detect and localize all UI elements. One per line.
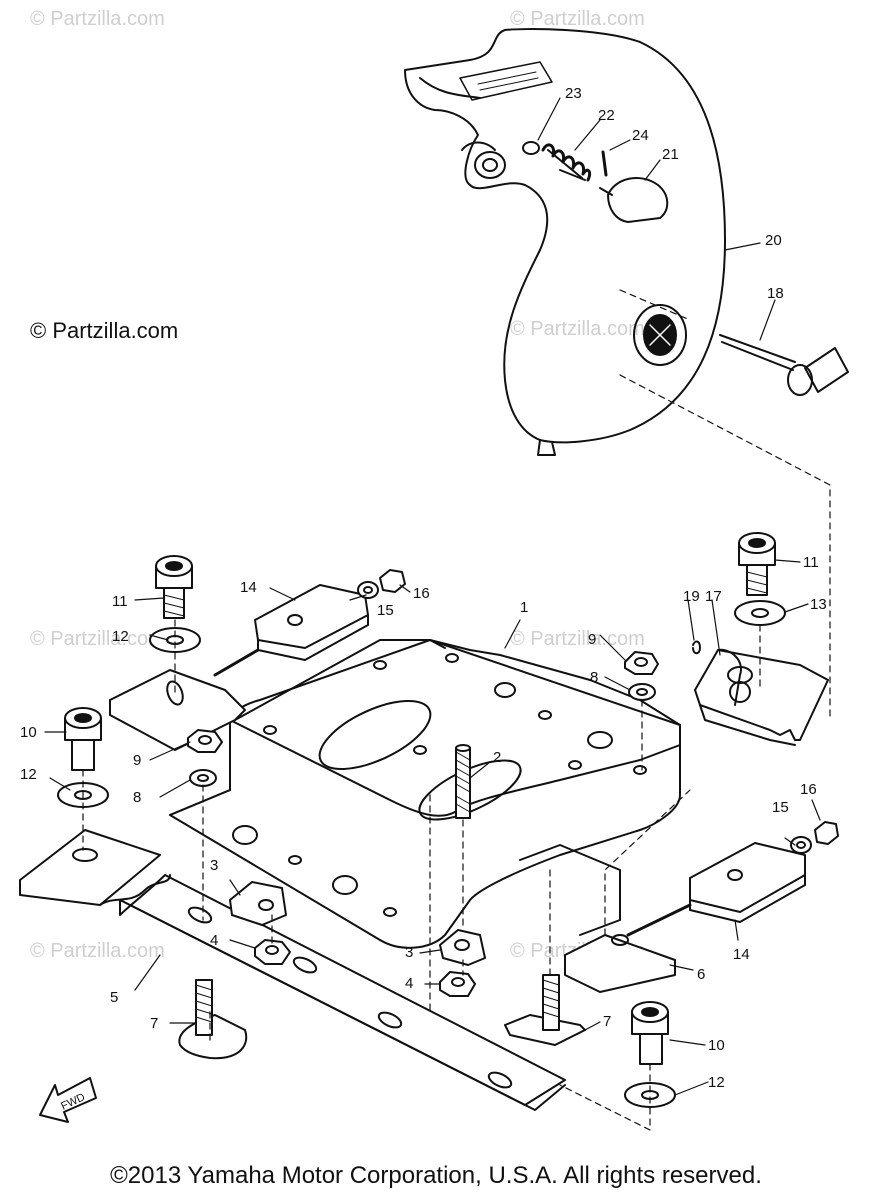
callout: 1 — [520, 599, 529, 616]
callout: 9 — [133, 752, 142, 769]
callout: 12 — [20, 766, 37, 783]
callout: 13 — [810, 596, 827, 613]
t-bolt-7-left — [178, 979, 248, 1060]
callout: 22 — [598, 107, 615, 124]
bolt-10-right — [631, 1001, 669, 1065]
callout: 9 — [588, 631, 597, 648]
nut-4-left — [254, 939, 291, 965]
callout: 11 — [112, 593, 128, 610]
callout: 16 — [413, 585, 430, 602]
callout: 8 — [133, 789, 142, 806]
starter-housing — [404, 28, 726, 456]
plate-6 — [564, 934, 676, 993]
bolt-10-left — [64, 707, 102, 771]
callout: 21 — [662, 146, 679, 163]
guide-lines — [619, 289, 831, 721]
watermark: © Partzilla.com — [510, 8, 645, 30]
watermark: © Partzilla.com — [30, 628, 165, 650]
shaft-18 — [719, 334, 849, 396]
copyright-left: © Partzilla.com — [30, 318, 179, 343]
t-plate-3-left — [229, 881, 287, 926]
nut-16-bottom — [814, 821, 839, 845]
starter-hub — [633, 304, 687, 366]
nameplate — [459, 61, 553, 101]
callout: 16 — [800, 781, 817, 798]
callout: 10 — [20, 724, 37, 741]
callout: 2 — [493, 749, 502, 766]
callout: 11 — [803, 554, 819, 571]
washer-13 — [734, 600, 786, 626]
callout: 24 — [632, 127, 649, 144]
plate-edge — [519, 844, 621, 936]
callout: 12 — [112, 628, 129, 645]
t-plate-3-right — [439, 929, 486, 966]
shim-plate-left — [19, 829, 171, 906]
watermark: © Partzilla.com — [510, 318, 645, 340]
nut-9-left — [187, 729, 223, 753]
nut-15-top — [357, 581, 379, 599]
clip-19 — [692, 640, 701, 655]
washer-8-right — [628, 683, 656, 701]
assembly-lines — [82, 619, 761, 1131]
spring-22 — [541, 143, 592, 182]
nut-4-right — [439, 971, 476, 997]
stud-bolt-2 — [455, 744, 471, 819]
callout: 3 — [210, 857, 219, 874]
base-plate-1 — [169, 639, 681, 949]
callout: 5 — [110, 989, 119, 1006]
pin-24 — [601, 150, 608, 177]
callout: 14 — [733, 946, 750, 963]
callout: 20 — [765, 232, 782, 249]
leader-lines — [44, 97, 821, 1096]
nut-9-right — [624, 651, 659, 675]
callout: 7 — [150, 1015, 159, 1032]
bolt-11-right — [738, 532, 776, 596]
bracket-17 — [694, 648, 829, 746]
fwd-arrow-icon — [39, 1077, 97, 1123]
callout: 7 — [603, 1013, 612, 1030]
flange — [429, 639, 446, 649]
washer-23 — [522, 141, 540, 155]
callout: 12 — [708, 1074, 725, 1091]
nut-15-bottom — [790, 836, 812, 854]
watermark: © Partzilla.com — [30, 940, 165, 962]
clamp-14-top — [213, 584, 369, 677]
callout: 4 — [210, 932, 219, 949]
callout: 23 — [565, 85, 582, 102]
callout: 19 — [683, 588, 700, 605]
nut-16-top — [379, 569, 406, 593]
bolt-11-left — [155, 555, 193, 619]
callout: 10 — [708, 1037, 725, 1054]
footer-copyright: ©2013 Yamaha Motor Corporation, U.S.A. A… — [110, 1162, 762, 1189]
watermark: © Partzilla.com — [30, 8, 165, 30]
callout: 6 — [697, 966, 706, 983]
callout: 14 — [240, 579, 257, 596]
callout: 15 — [377, 602, 394, 619]
knob-21 — [599, 177, 669, 223]
callout: 15 — [772, 799, 789, 816]
callout: 8 — [590, 669, 599, 686]
bracket-plate-left — [109, 669, 246, 751]
callout: 17 — [705, 588, 722, 605]
callout: 3 — [405, 944, 414, 961]
washer-8-left — [189, 769, 217, 787]
t-bolt-7-right — [504, 974, 586, 1046]
callout: 4 — [405, 975, 414, 992]
callout: 18 — [767, 285, 784, 302]
clamp-14-bottom — [626, 842, 806, 937]
strip-5 — [119, 874, 566, 1111]
watermark: © Partzilla.com — [510, 628, 645, 650]
